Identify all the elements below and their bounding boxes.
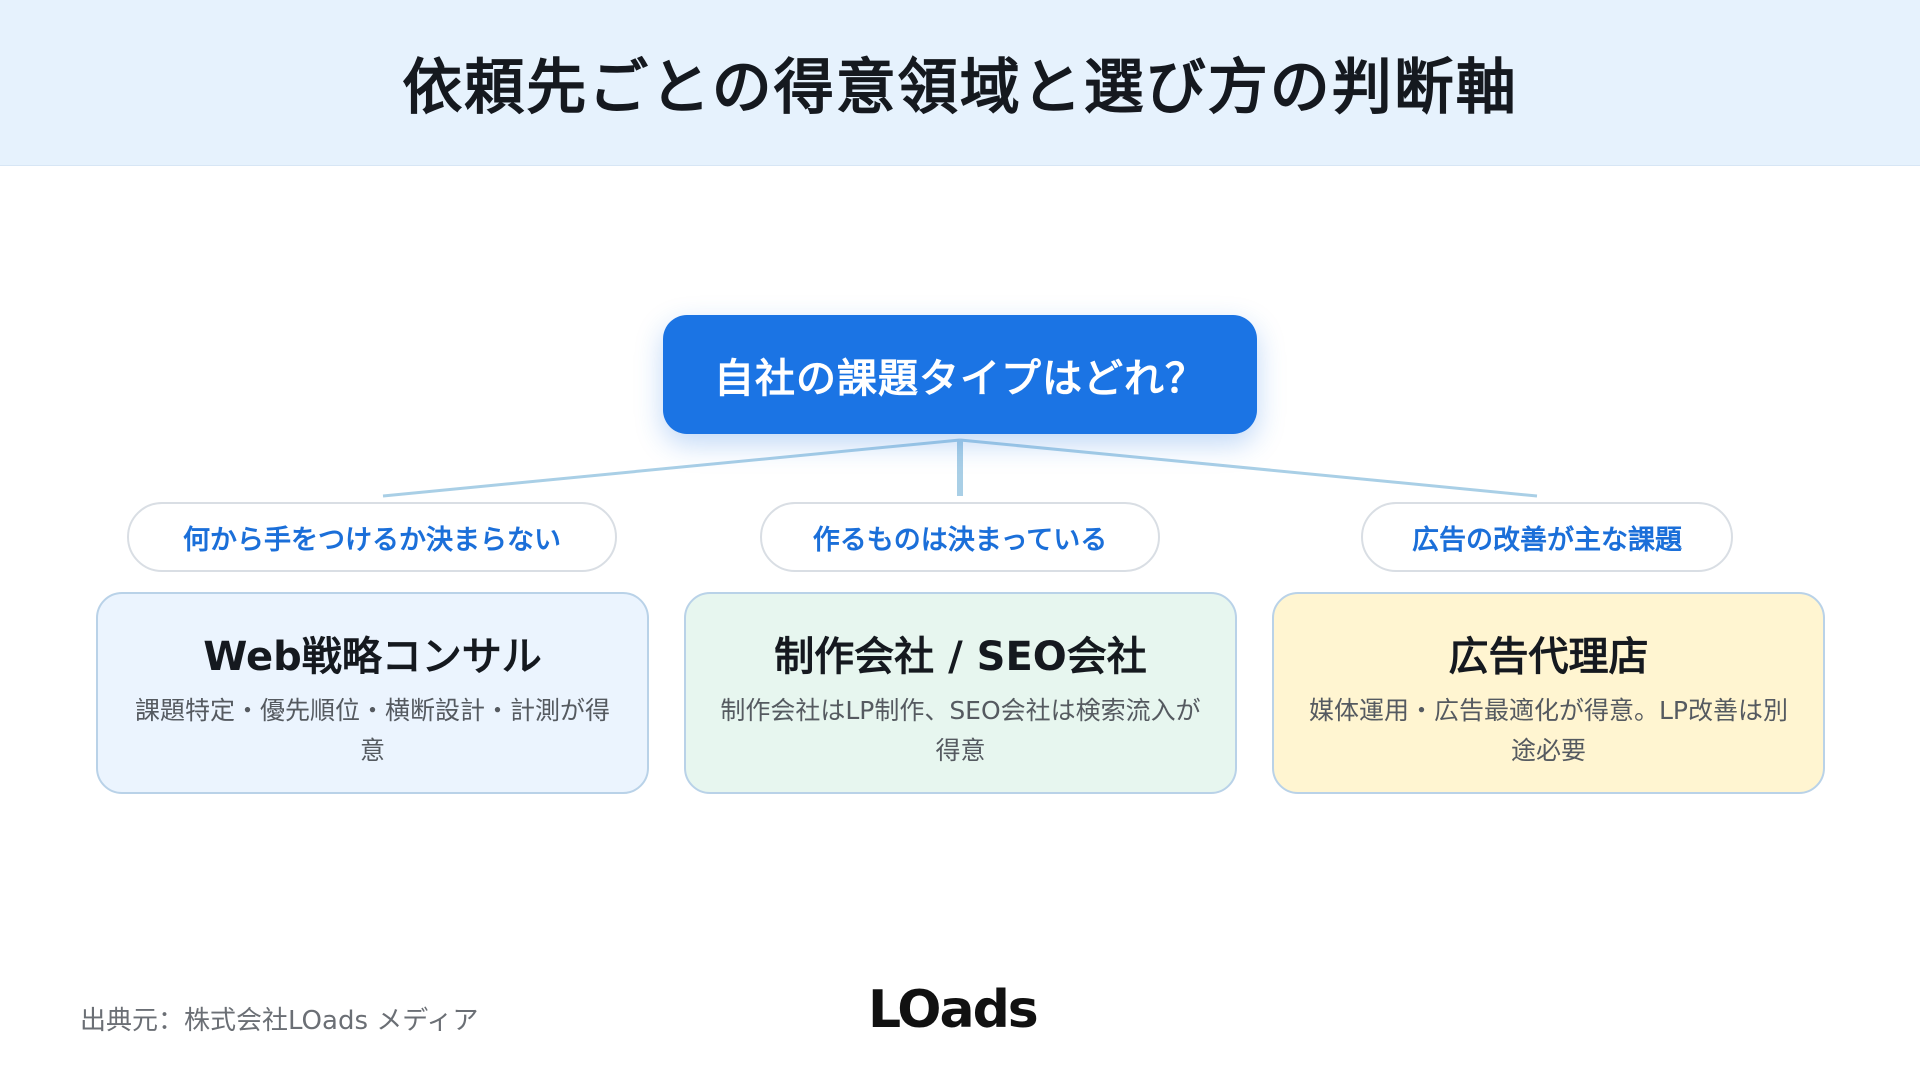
condition-pill-center: 作るものは決まっている [760,502,1160,572]
connector-left [382,438,961,498]
card-web-consulting: Web戦略コンサル 課題特定・優先順位・横断設計・計測が得意 [96,592,649,794]
card-title: 広告代理店 [1448,634,1649,680]
page-title: 依頼先ごとの得意領域と選び方の判断軸 [402,53,1518,123]
source-credit: 出典元：株式会社LOads メディア [80,1006,479,1036]
card-title: Web戦略コンサル [203,634,542,680]
connector-right [959,438,1538,498]
logo-wordmark: LOads [868,980,1037,1037]
condition-label: 作るものは決まっている [812,524,1108,556]
condition-pill-left: 何から手をつけるか決まらない [127,502,617,572]
condition-label: 何から手をつけるか決まらない [183,524,561,556]
header-banner: 依頼先ごとの得意領域と選び方の判断軸 [0,0,1920,166]
card-description: 課題特定・優先順位・横断設計・計測が得意 [134,696,610,765]
condition-pill-right: 広告の改善が主な課題 [1361,502,1733,572]
condition-label: 広告の改善が主な課題 [1412,524,1682,556]
card-title: 制作会社 / SEO会社 [774,634,1147,680]
card-production-seo: 制作会社 / SEO会社 制作会社はLP制作、SEO会社は検索流入が得意 [684,592,1237,794]
question-label: 自社の課題タイプはどれ？ [714,355,1206,402]
question-box: 自社の課題タイプはどれ？ [663,315,1257,434]
loads-logo: LOads [868,980,1039,1037]
card-description: 媒体運用・広告最適化が得意。LP改善は別途必要 [1308,696,1788,765]
card-ad-agency: 広告代理店 媒体運用・広告最適化が得意。LP改善は別途必要 [1272,592,1825,794]
card-description: 制作会社はLP制作、SEO会社は検索流入が得意 [720,696,1201,765]
